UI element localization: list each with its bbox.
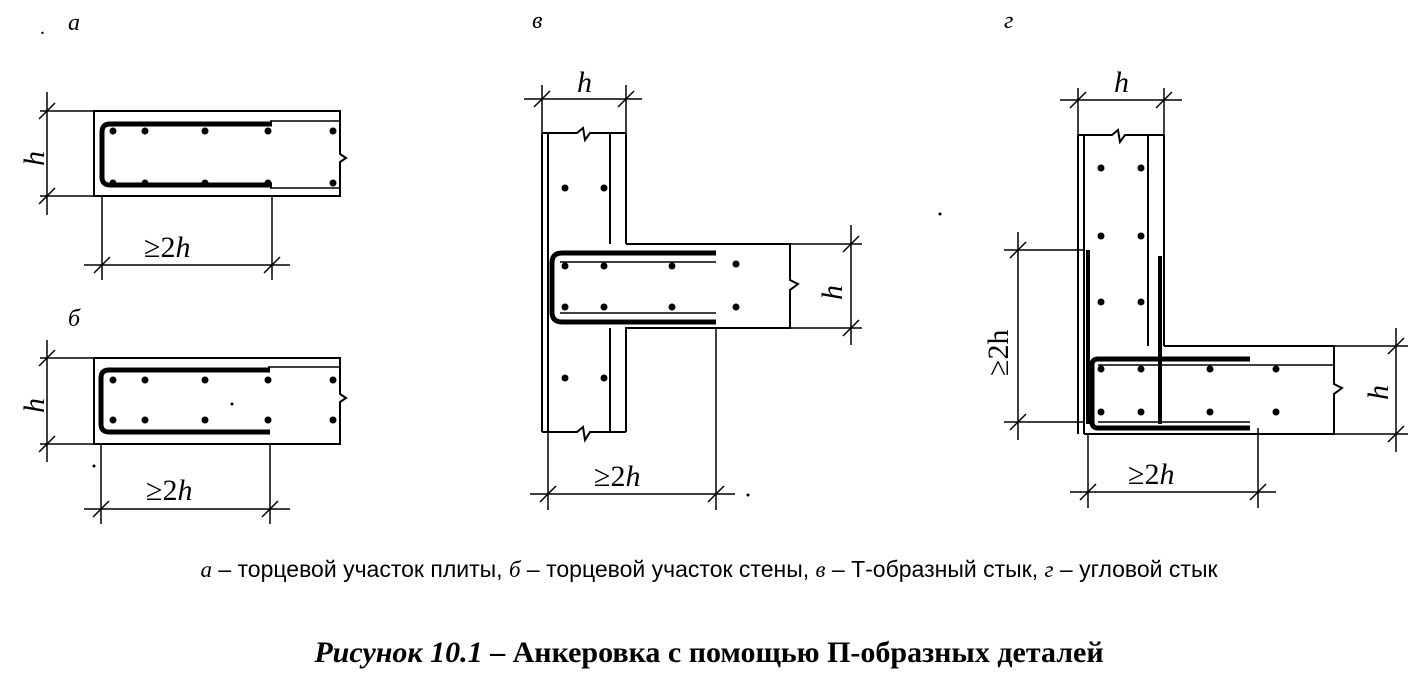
wall-outline: [541, 126, 800, 443]
panel-g: г h: [938, 8, 1408, 508]
width-dimension: [1060, 88, 1182, 135]
width-dimension: [524, 85, 642, 133]
panel-v-letter: в: [532, 8, 542, 34]
u-bar-horizontal: [1089, 356, 1250, 431]
width-label: h: [1114, 66, 1129, 99]
rebar-dots: [561, 184, 750, 497]
length-label: ≥2h: [146, 474, 192, 507]
thickness-label: h: [1362, 385, 1395, 400]
thickness-dimension: [38, 92, 94, 215]
vertical-dimension: [1004, 232, 1084, 440]
width-label: h: [577, 66, 592, 99]
length-dimension: [84, 196, 290, 280]
caption-text-b: – торцевой участок стены,: [520, 556, 816, 582]
length-dimension: [530, 328, 735, 510]
panel-g-letter: г: [1004, 8, 1013, 34]
panel-a-letter: а: [68, 10, 80, 36]
corner-outline: [1077, 128, 1344, 435]
caption-letter-g: г: [1044, 557, 1054, 582]
panel-b-letter: б: [68, 306, 81, 332]
u-bar: [98, 367, 270, 435]
u-bar: [99, 121, 272, 188]
panel-b: б h ≥2h: [18, 306, 348, 524]
caption-text-a: – торцевой участок плиты,: [211, 556, 509, 582]
figure-caption: а – торцевой участок плиты, б – торцевой…: [0, 556, 1418, 583]
panel-a: а . h ≥2h: [18, 10, 348, 280]
length-label: ≥2h: [1128, 458, 1174, 491]
caption-letter-b: б: [508, 557, 521, 582]
rebar-dots: [109, 127, 337, 187]
length-label: ≥2h: [594, 460, 640, 493]
title-dash: –: [482, 636, 513, 669]
u-bar: [549, 250, 716, 325]
wall-outline: [93, 357, 348, 445]
figure-number: Рисунок 10.1: [314, 636, 483, 669]
thickness-label: h: [18, 398, 51, 413]
rebar-dots: [92, 376, 337, 468]
rebar-dots: [938, 164, 1280, 416]
thickness-label: h: [18, 151, 51, 166]
length-label: ≥2h: [144, 231, 190, 264]
caption-letter-a: а: [200, 557, 212, 582]
length-dimension: [84, 444, 290, 524]
thickness-dimension: [1334, 328, 1408, 452]
length-dimension: [1070, 428, 1276, 508]
stray-dot: .: [40, 17, 45, 39]
figure-title: Рисунок 10.1 – Анкеровка с помощью П-обр…: [0, 636, 1418, 670]
thickness-dimension: [38, 340, 94, 462]
caption-text-v: – Т-образный стык,: [825, 556, 1045, 582]
slab-outline: [93, 110, 348, 197]
thickness-dimension: [790, 225, 862, 345]
vertical-label: ≥2h: [982, 330, 1015, 376]
caption-text-g: – угловой стык: [1053, 556, 1218, 582]
panel-v: в h: [524, 8, 862, 510]
thickness-label: h: [816, 285, 849, 300]
caption-letter-v: в: [815, 557, 826, 582]
title-text: Анкеровка с помощью П-образных деталей: [512, 636, 1104, 669]
